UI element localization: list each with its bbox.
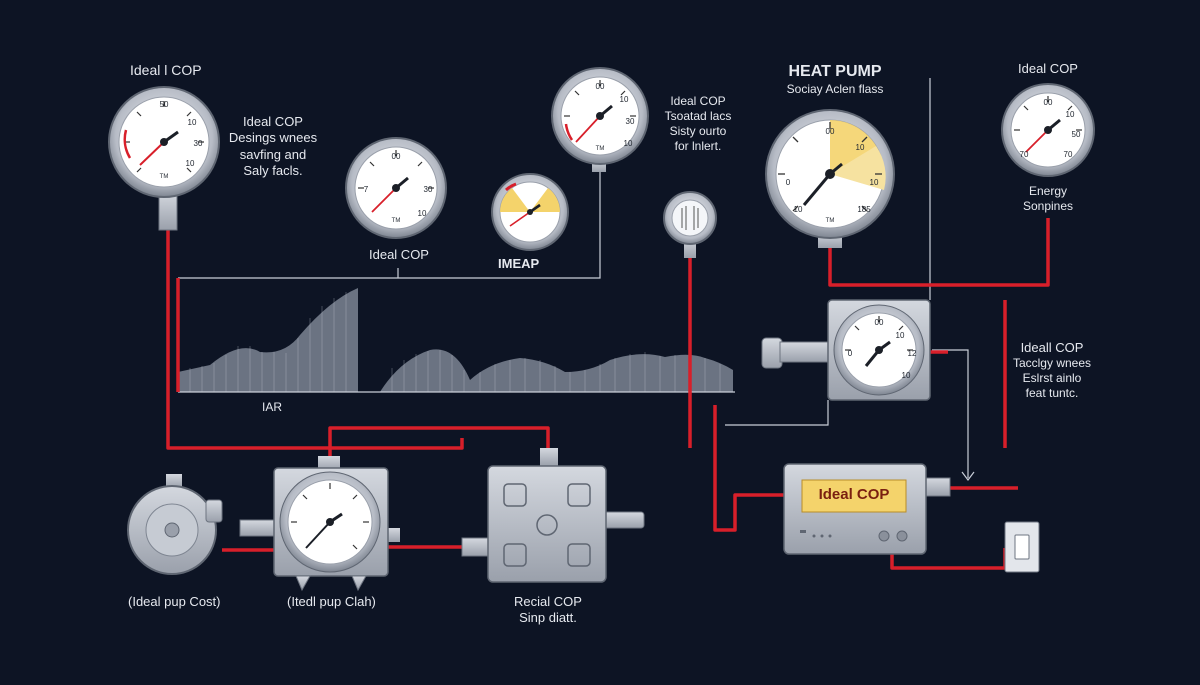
recial-description: Recial COP Sinp diatt.: [498, 594, 598, 627]
heat-gauge-tick-upright: 10: [856, 143, 865, 152]
control-box[interactable]: [461, 448, 645, 583]
label-gauge-2-caption: Ideal COP: [369, 247, 429, 262]
gauge-4-tick-upright: 10: [620, 95, 629, 104]
recial-line-2: Sinp diatt.: [519, 610, 577, 626]
controller-display-text: Ideal COP: [818, 486, 890, 503]
pressure-gauge-1[interactable]: 50 30 10 10 TM: [108, 86, 220, 231]
gauge-6-tick-top: 00: [1044, 98, 1053, 107]
center-desc-line-2: Sisty ourto: [669, 124, 727, 138]
right-description: Ideall COP Tacclgy wnees Eslrst ainlo fe…: [1010, 340, 1094, 401]
energy-line-1: Energy: [1028, 184, 1068, 198]
heat-pump-gauge[interactable]: 00 10 10 0 10 185 TM: [765, 109, 895, 248]
wave-chart: [178, 288, 735, 393]
square-gauge-unit[interactable]: 00 10 0 10 12: [761, 299, 931, 401]
label-pump-cost: (Ideal pup Cost): [128, 594, 221, 609]
recial-line-1: Recial COP: [514, 594, 582, 609]
gauge-6-tick-upright: 10: [1066, 110, 1075, 119]
gauge-2-unit: TM: [392, 218, 401, 224]
center-description: Ideal COP Tsoatad lacs Sisty ourto for l…: [658, 94, 738, 154]
heat-gauge-tick-top: 00: [826, 127, 835, 136]
gauge-2-tick-lowright: 10: [418, 209, 427, 218]
pressure-gauge-right[interactable]: 00 10 50 70 70: [1001, 83, 1095, 177]
label-ideal-cop-top-right: Ideal COP: [1018, 61, 1078, 76]
right-desc-line-2: Eslrst ainlo: [1022, 371, 1082, 386]
gauge-5-tick-lowright: 10: [902, 371, 911, 380]
gauge-5-tick-top: 00: [875, 318, 884, 327]
gauge-4-tick-right: 30: [626, 117, 635, 126]
heat-gauge-unit: TM: [826, 218, 835, 224]
heat-pump-subtitle: Sociay Aclen flass: [786, 82, 884, 96]
right-desc-line-3: feat tuntc.: [1025, 386, 1079, 401]
center-desc-line-1: Tsoatad lacs: [664, 109, 732, 123]
left-desc-line-1: Desings wnees: [228, 130, 318, 146]
left-description: Ideal COP Desings wnees savfing and Saly…: [225, 114, 321, 179]
label-iar: IAR: [262, 400, 283, 414]
label-imeap: IMEAP: [498, 256, 540, 271]
pump-unit[interactable]: [127, 474, 223, 575]
heat-pump-title: HEAT PUMP: [788, 63, 882, 80]
gauge-4-tick-top: 00: [596, 82, 605, 91]
heat-gauge-tick-lowright: 185: [857, 205, 871, 214]
connector-lines: [178, 78, 975, 481]
red-pipes: [166, 218, 1050, 570]
heat-gauge-tick-right: 10: [870, 178, 879, 187]
gauge-box-unit[interactable]: [239, 456, 400, 592]
sensor-valve[interactable]: [663, 191, 717, 258]
heat-pump-heading: HEAT PUMP Sociay Aclen flass: [775, 62, 895, 97]
gauge-5-tick-left: 0: [848, 349, 853, 358]
left-desc-line-3: Saly facls.: [243, 162, 303, 178]
gauge-2-tick-top: 00: [392, 152, 401, 161]
energy-label: Energy Sonpines: [1010, 184, 1086, 214]
controller-panel[interactable]: [783, 463, 951, 555]
right-desc-line-1: Tacclgy wnees: [1012, 356, 1092, 371]
left-desc-title: Ideal COP: [243, 114, 303, 129]
pressure-gauge-4[interactable]: 00 10 30 10 TM: [551, 67, 649, 172]
pressure-gauge-3[interactable]: [491, 173, 569, 251]
gauge-1-tick-lowright: 10: [186, 159, 195, 168]
gauge-6-tick-lowleft: 70: [1020, 150, 1029, 159]
gauge-1-tick-top: 50: [160, 100, 169, 109]
gauge-4-unit: TM: [596, 146, 605, 152]
gauge-1-tick-upright: 10: [188, 118, 197, 127]
gauge-2-tick-right: 30: [424, 185, 433, 194]
heat-gauge-tick-left: 0: [786, 178, 791, 187]
gauge-1-tick-right: 30: [194, 139, 203, 148]
gauge-5-tick-right: 12: [908, 349, 917, 358]
label-pump-clah: (Itedl pup Clah): [287, 594, 376, 609]
gauge-6-tick-lowright: 70: [1064, 150, 1073, 159]
right-desc-title: Ideall COP: [1020, 340, 1084, 355]
center-desc-line-3: for lnlert.: [674, 139, 722, 153]
energy-line-2: Sonpines: [1022, 199, 1074, 213]
gauge-5-tick-upright: 10: [896, 331, 905, 340]
gauge-1-unit: TM: [160, 174, 169, 180]
heat-gauge-tick-lowleft: 10: [794, 205, 803, 214]
gauge-2-tick-left: 7: [364, 185, 369, 194]
label-ideal-cop-top-left: Ideal l COP: [130, 62, 202, 78]
left-desc-line-2: savfing and: [239, 146, 307, 162]
gauge-4-tick-lowright: 10: [624, 139, 633, 148]
gauge-6-tick-right: 50: [1072, 130, 1081, 139]
wall-switch[interactable]: [1004, 521, 1040, 573]
center-desc-title: Ideal COP: [670, 94, 726, 108]
pressure-gauge-2[interactable]: 00 7 30 10 TM: [345, 137, 447, 239]
